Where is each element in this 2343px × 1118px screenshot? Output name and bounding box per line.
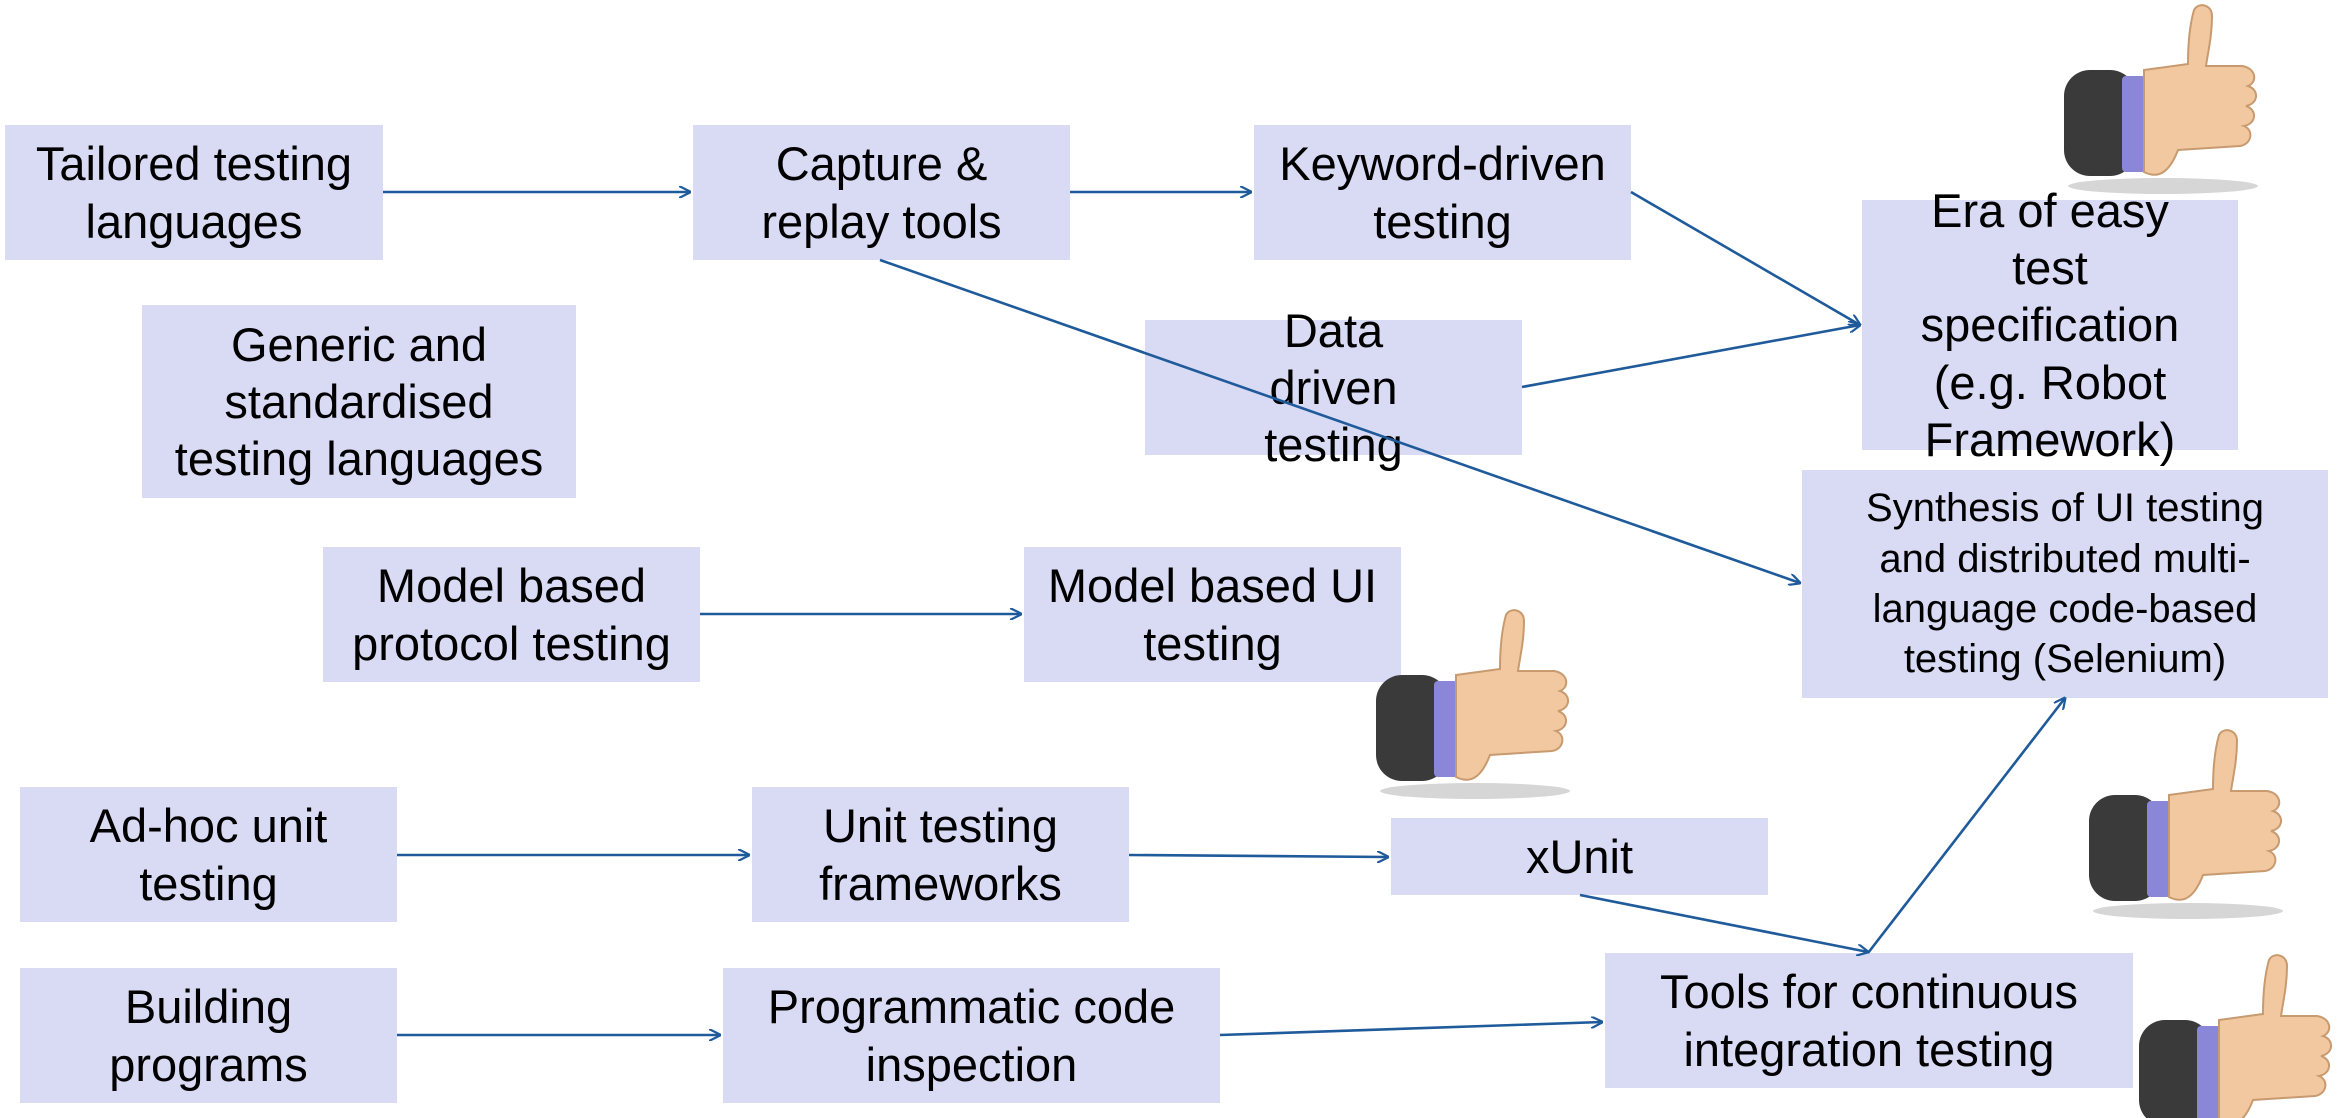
box-adhoc-unit-testing: Ad-hoc unit testing bbox=[20, 787, 397, 922]
thumbs-up-icon bbox=[2139, 954, 2332, 1118]
thumbs-up-icon bbox=[2089, 729, 2283, 919]
box-label: Model based UI testing bbox=[1047, 559, 1378, 670]
box-label: Building programs bbox=[109, 980, 308, 1091]
box-label: Model based protocol testing bbox=[352, 559, 671, 670]
arrow-keyword-to-era bbox=[1630, 190, 1860, 325]
box-era-easy-test-specification: Era of easy test specification (e.g. Rob… bbox=[1862, 184, 2238, 466]
box-unit-testing-frameworks: Unit testing frameworks bbox=[752, 787, 1129, 922]
box-capture-replay-tools: Capture & replay tools bbox=[693, 125, 1070, 260]
arrow-programmatic-to-ci bbox=[1219, 1022, 1602, 1037]
box-label: Ad-hoc unit testing bbox=[89, 799, 328, 910]
box-generic-standardised-languages: Generic and standardised testing languag… bbox=[142, 305, 576, 498]
box-label: Era of easy test specification (e.g. Rob… bbox=[1920, 183, 2180, 466]
arrow-unitframeworks-to-xunit bbox=[1128, 855, 1388, 857]
thumbs-up-icon bbox=[1376, 609, 1570, 799]
box-keyword-driven-testing: Keyword-driven testing bbox=[1254, 125, 1631, 260]
box-label: Keyword-driven testing bbox=[1279, 137, 1606, 248]
box-label: xUnit bbox=[1525, 829, 1634, 883]
box-label: Programmatic code inspection bbox=[767, 980, 1176, 1091]
box-programmatic-code-inspection: Programmatic code inspection bbox=[723, 968, 1220, 1103]
box-building-programs: Building programs bbox=[20, 968, 397, 1103]
arrow-datadriven-to-era bbox=[1521, 325, 1860, 389]
box-label: Tools for continuous integration testing bbox=[1659, 965, 2079, 1076]
box-tailored-testing-languages: Tailored testing languages bbox=[5, 125, 383, 260]
box-label: Unit testing frameworks bbox=[819, 799, 1062, 910]
arrow-xunit-to-ci bbox=[1579, 893, 1868, 952]
box-xunit: xUnit bbox=[1391, 818, 1768, 895]
box-label: Capture & replay tools bbox=[761, 137, 1002, 248]
box-label: Data driven testing bbox=[1264, 303, 1403, 472]
box-model-based-protocol-testing: Model based protocol testing bbox=[323, 547, 700, 682]
arrow-ci-to-synthesis bbox=[1866, 698, 2065, 954]
box-label: Tailored testing languages bbox=[35, 137, 353, 248]
box-data-driven-testing: Data driven testing bbox=[1145, 304, 1522, 471]
box-synthesis-ui-selenium: Synthesis of UI testing and distributed … bbox=[1802, 470, 2328, 698]
box-tools-continuous-integration: Tools for continuous integration testing bbox=[1605, 953, 2133, 1088]
box-label: Synthesis of UI testing and distributed … bbox=[1866, 486, 2264, 682]
box-label: Generic and standardised testing languag… bbox=[174, 317, 544, 486]
box-model-based-ui-testing: Model based UI testing bbox=[1024, 547, 1401, 682]
thumbs-up-icon bbox=[2064, 4, 2258, 194]
